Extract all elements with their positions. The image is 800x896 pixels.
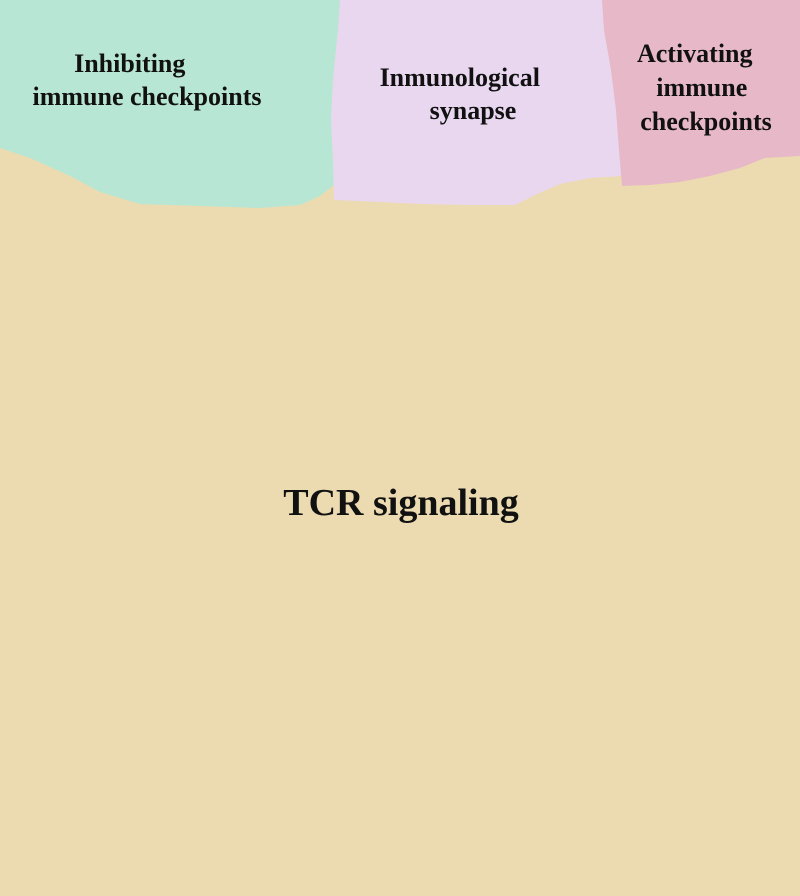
immunological-synapse-region <box>331 0 623 205</box>
immunological-synapse-label: Inmunological synapse <box>380 63 547 125</box>
inhibiting-label-line: immune checkpoints <box>33 82 262 111</box>
synapse-label-line: Inmunological <box>380 63 540 92</box>
inhibiting-label-line: Inhibiting <box>74 49 185 78</box>
activating-label-line: immune <box>656 73 747 102</box>
activating-label-line: Activating <box>637 39 753 68</box>
activating-checkpoints-label: Activating immune checkpoints <box>637 39 772 136</box>
activating-checkpoints-region <box>602 0 800 186</box>
synapse-label-line: synapse <box>430 96 517 125</box>
inhibiting-checkpoints-label: Inhibiting immune checkpoints <box>33 49 262 111</box>
activating-label-line: checkpoints <box>640 107 771 136</box>
tcr-signaling-label: TCR signaling <box>283 482 518 524</box>
inhibiting-checkpoints-region <box>0 0 340 208</box>
